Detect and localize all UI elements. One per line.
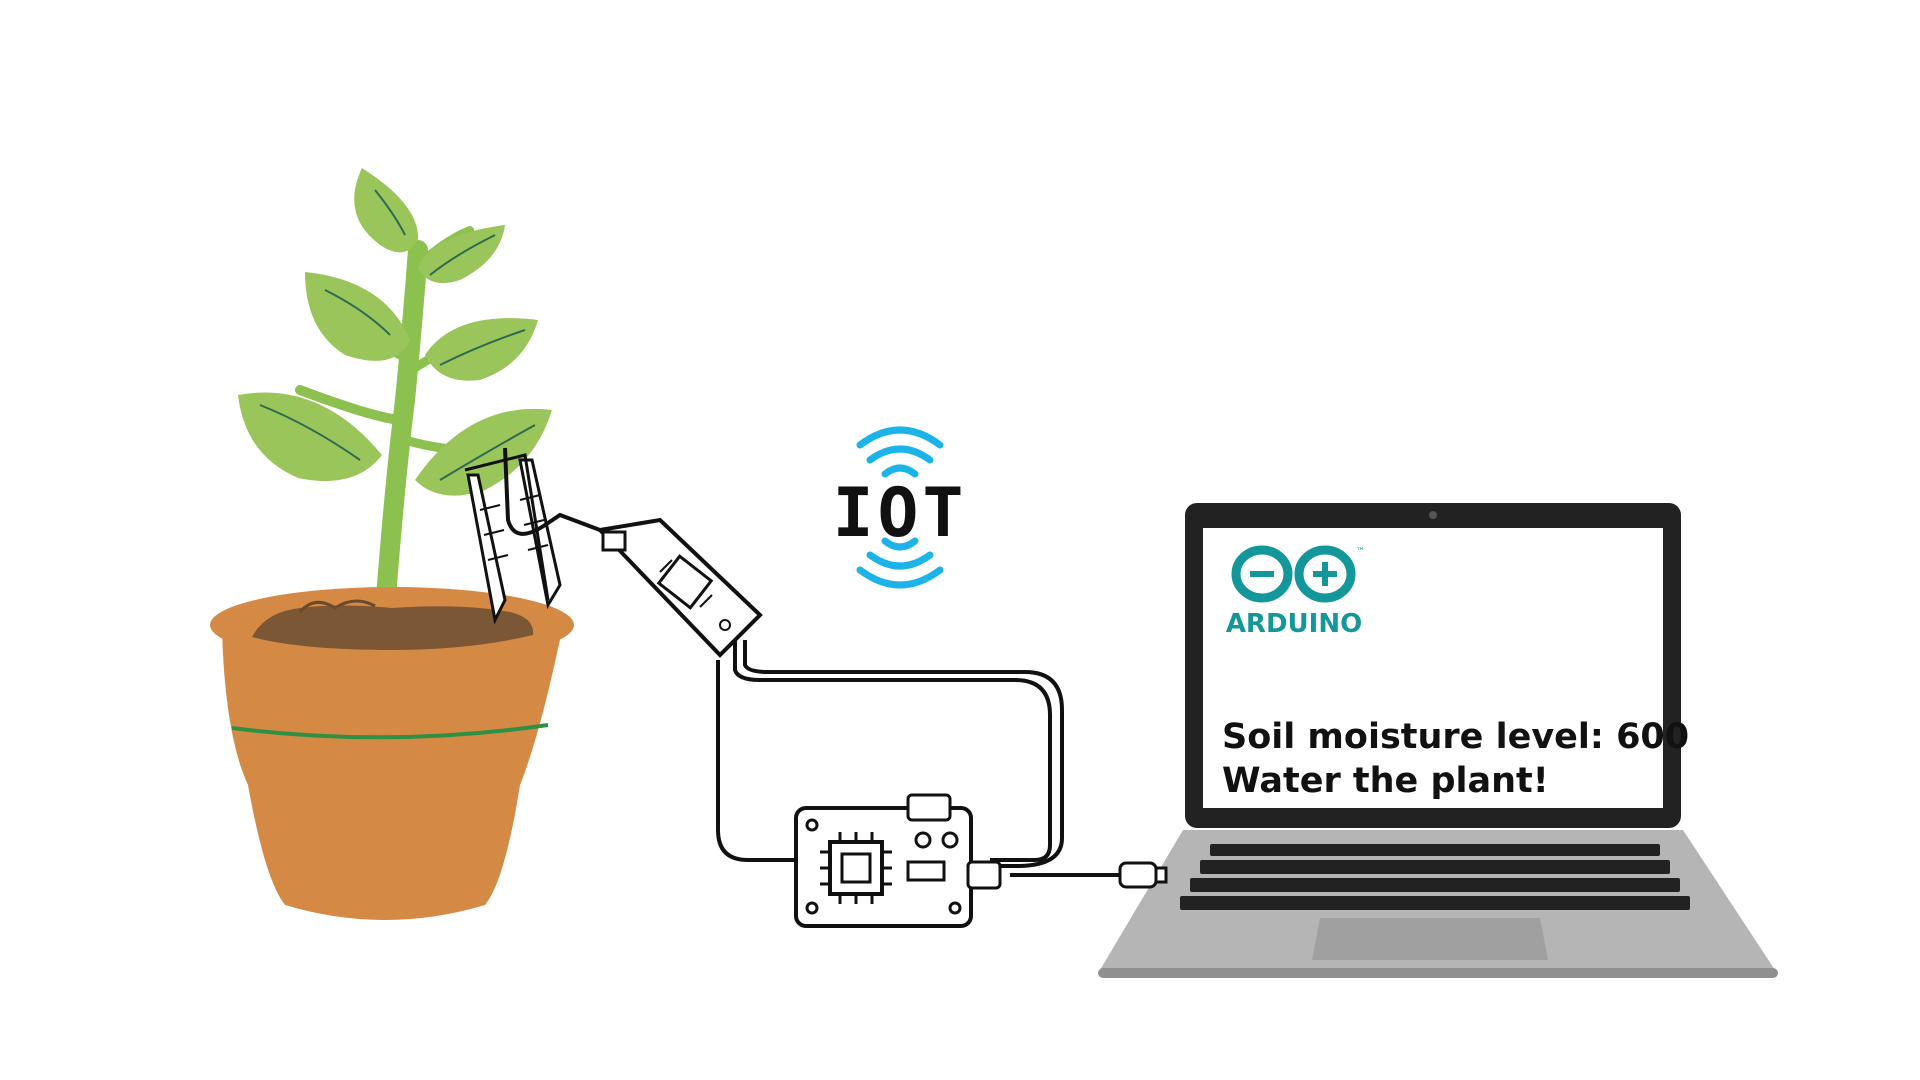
leaf [354,168,419,253]
infinity-logo-icon [1231,545,1356,603]
iot-label: IOT [833,474,968,553]
sensor-module [595,517,763,658]
soil-moisture-probe [464,447,601,625]
iot-wireless-symbol: IOT [833,426,968,589]
leaf [415,408,552,496]
trademark-mark: ™ [1356,547,1365,557]
leaf [305,272,410,361]
usb-connector [1118,861,1168,889]
leaf [425,318,538,381]
laptop-screen [1203,528,1663,808]
arduino-brand-text: ARDUINO [1226,609,1362,639]
connection-wires [716,640,1120,877]
potted-plant [210,168,601,920]
moisture-reading: Soil moisture level: 600 [1222,717,1689,757]
arduino-logo: ™ ARDUINO [1226,545,1365,639]
flower-pot [210,587,574,920]
keyboard [1180,844,1690,910]
laptop: ™ ARDUINO Soil moisture level: 600 Water… [1098,503,1778,978]
leaf [238,392,382,482]
wifi-signal-icon [856,426,944,589]
arduino-board [794,793,1002,928]
trackpad [1312,918,1548,960]
water-alert: Water the plant! [1222,761,1549,801]
leaf [418,225,505,284]
